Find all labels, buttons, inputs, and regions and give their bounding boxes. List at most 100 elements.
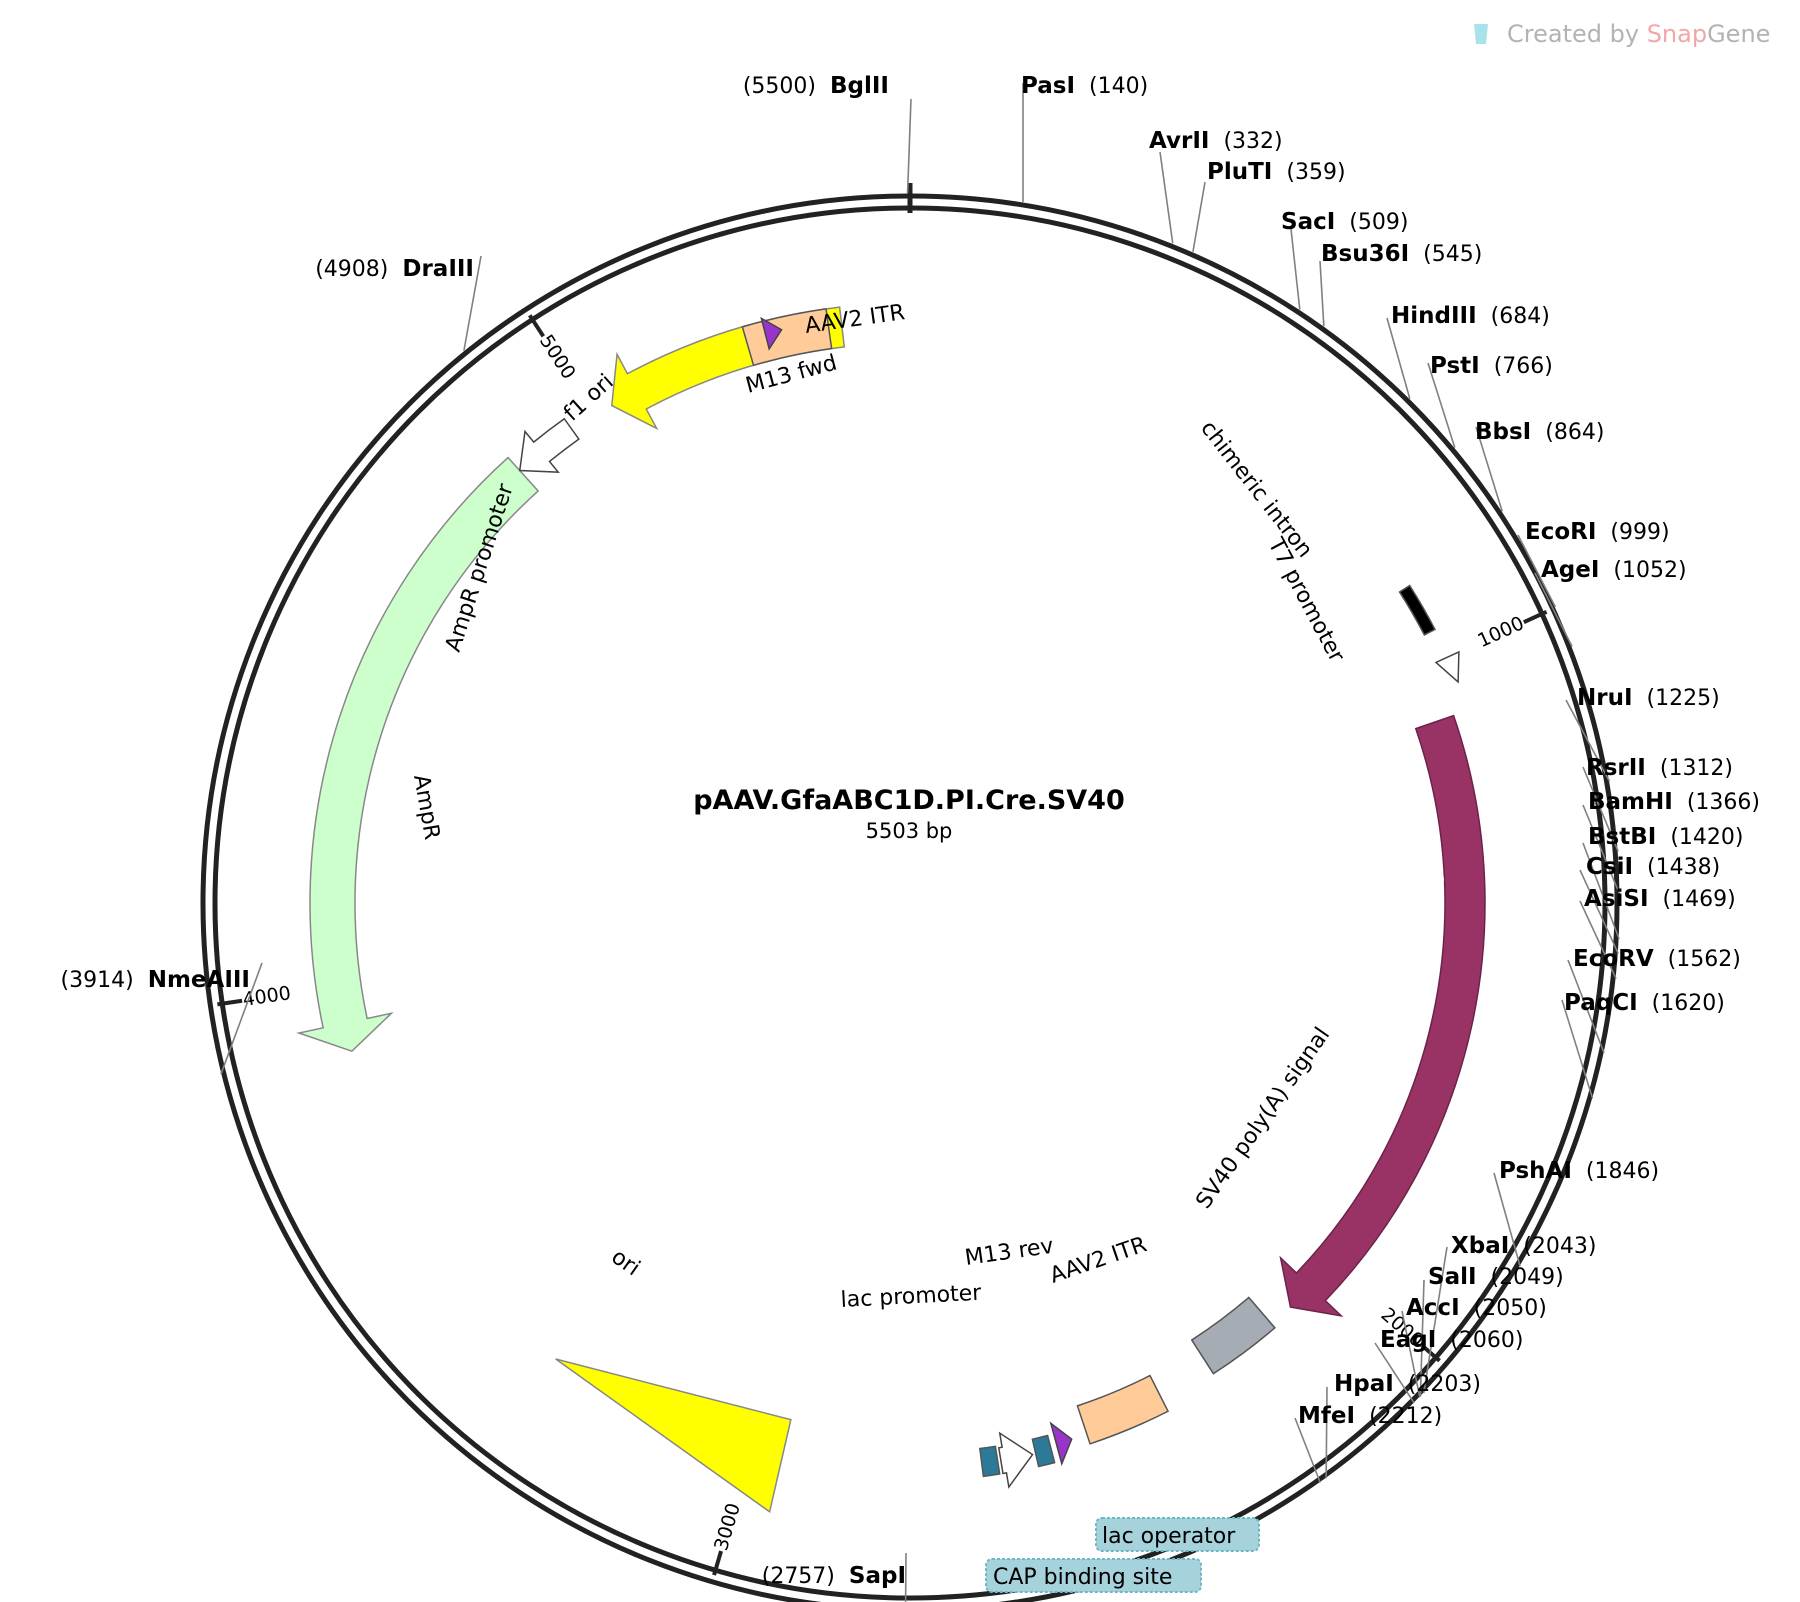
site-label-hindiii: HindIII(684) (1391, 303, 1550, 329)
feature-label-sv40-polya: SV40 poly(A) signal (1191, 1023, 1335, 1213)
leader-line-bbsi (1475, 426, 1503, 512)
leader-line-avrii (1159, 151, 1174, 244)
site-label-agei: AgeI(1052) (1541, 557, 1687, 583)
feature-label-chimeric-intron: chimeric intron (1195, 416, 1317, 562)
leader-line-paqci (1561, 999, 1594, 1099)
leader-line-xbai (1422, 1246, 1448, 1394)
leader-line-bstbi (1582, 842, 1620, 940)
site-label-ecori: EcoRI(999) (1525, 519, 1670, 545)
leader-line-bamhi (1582, 804, 1621, 896)
site-label-bbsi: BbsI(864) (1475, 419, 1604, 445)
site-label-psti: PstI(766) (1430, 353, 1553, 379)
feature-label-m13-rev: M13 rev (963, 1234, 1055, 1271)
aav2-itr-right-box (1076, 1374, 1170, 1445)
site-label-acci: AccI(2050) (1406, 1295, 1547, 1321)
ampr-promoter-arrow (518, 417, 580, 473)
leader-line-bsu36i (1319, 260, 1325, 327)
site-label-sapi: (2757)SapI (762, 1563, 906, 1589)
site-label-nrui: NruI(1225) (1577, 685, 1720, 711)
leader-line-saci (1290, 228, 1301, 310)
leader-line-nmeaiii (220, 962, 263, 1075)
cap-binding-site-box: CAP binding site (985, 1558, 1202, 1593)
tick-label-3000: 3000 (710, 1501, 745, 1554)
sv40-polya-box (1190, 1296, 1276, 1375)
lac-operator-box: lac operator (1095, 1517, 1260, 1552)
site-label-csii: CsiI(1438) (1586, 854, 1720, 880)
ori-arrow (555, 1358, 792, 1514)
site-label-hpai: HpaI(2203) (1334, 1371, 1481, 1397)
tick-mark-4000 (217, 998, 243, 1007)
site-label-sali: SalI(2049) (1428, 1264, 1564, 1290)
site-label-ecorv: EcoRV(1562) (1573, 946, 1741, 972)
tick-mark-3000 (712, 1550, 723, 1576)
site-label-pasi: PasI(140) (1021, 73, 1148, 99)
backbone (200, 193, 1620, 1602)
m13-fwd-arrow (760, 316, 783, 351)
leader-line-agei (1534, 572, 1573, 647)
leader-line-bglii (906, 98, 912, 194)
site-label-bamhi: BamHI(1366) (1588, 789, 1760, 815)
site-label-bstbi: BstBI(1420) (1588, 824, 1743, 850)
site-label-avrii: AvrII(332) (1149, 128, 1283, 154)
leader-line-asisi (1579, 900, 1617, 979)
leader-line-hindiii (1386, 317, 1411, 399)
leader-line-ecori (1517, 534, 1557, 608)
feature-label-lac-promoter: lac promoter (840, 1281, 983, 1313)
site-label-draiii: (4908)DraIII (315, 256, 474, 282)
leader-lines (220, 82, 1621, 1602)
leader-line-ecorv (1567, 959, 1605, 1054)
svg-text:Created by SnapGene: Created by SnapGene (1507, 20, 1770, 48)
t7-promoter-arrow (1434, 650, 1460, 684)
cap-binding-box-mark (978, 1445, 1001, 1478)
site-label-nmeaiii: (3914)NmeAIII (61, 967, 250, 993)
leader-line-acci (1401, 1310, 1421, 1398)
leader-line-draiii (463, 255, 482, 351)
features-group (296, 306, 1486, 1514)
tick-mark-1000 (1522, 609, 1548, 625)
site-label-mfei: MfeI(2212) (1298, 1403, 1442, 1429)
site-label-pshai: PshAI(1846) (1499, 1158, 1659, 1184)
leader-line-pshai (1493, 1172, 1521, 1267)
site-label-paqci: PaqCI(1620) (1564, 990, 1725, 1016)
site-label-xbai: XbaI(2043) (1451, 1233, 1596, 1259)
leader-line-nrui (1565, 699, 1611, 782)
brand-created-by: Created by (1507, 20, 1647, 48)
lac-operator-box-mark (1031, 1434, 1056, 1468)
site-label-bsu36i: Bsu36I(545) (1321, 241, 1482, 267)
feature-label-aav2-itr-right: AAV2 ITR (1047, 1232, 1150, 1288)
cre-arrow (1279, 714, 1486, 1318)
leader-line-psti (1427, 362, 1456, 448)
site-label-saci: SacI(509) (1281, 209, 1408, 235)
chimeric-intron-bar (1398, 584, 1437, 636)
leader-line-sali (1419, 1279, 1425, 1397)
site-label-asisi: AsiSI(1469) (1584, 886, 1736, 912)
tick-label-5000: 5000 (535, 331, 580, 384)
leader-line-eagi (1374, 1342, 1415, 1404)
snapgene-icon (1474, 24, 1488, 44)
lac-operator-label: lac operator (1102, 1524, 1236, 1549)
m13-rev-arrow (1049, 1421, 1073, 1467)
tick-mark-5000 (528, 314, 545, 338)
cap-binding-site-label: CAP binding site (993, 1565, 1172, 1590)
brand-gene: Gene (1707, 20, 1770, 48)
feature-label-aav2-itr-left: AAV2 ITR (803, 300, 906, 339)
site-label-pluti: PluTI(359) (1207, 159, 1346, 185)
leader-line-pluti (1192, 181, 1206, 252)
leader-line-mfei (1294, 1417, 1321, 1483)
leader-line-rsrii (1582, 766, 1619, 852)
feature-label-ampr: AmpR (408, 773, 444, 842)
ampr-arrow (296, 456, 540, 1053)
snapgene-logo: Created by SnapGene (1474, 20, 1770, 48)
leader-line-csii (1579, 869, 1619, 954)
backbone-inner-line (212, 205, 1608, 1601)
feature-label-ori: ori (607, 1244, 645, 1281)
site-labels: (5500)BglII PasI(140) AvrII(332) PluTI(3… (61, 73, 1760, 1589)
plasmid-name: pAAV.GfaABC1D.PI.Cre.SV40 (693, 785, 1125, 816)
lac-promoter-arrow (997, 1431, 1034, 1489)
tick-label-1000: 1000 (1474, 612, 1527, 652)
plasmid-size: 5503 bp (866, 819, 953, 843)
site-label-eagi: EagI(2060) (1380, 1327, 1523, 1353)
leader-line-hpai (1325, 1386, 1328, 1479)
